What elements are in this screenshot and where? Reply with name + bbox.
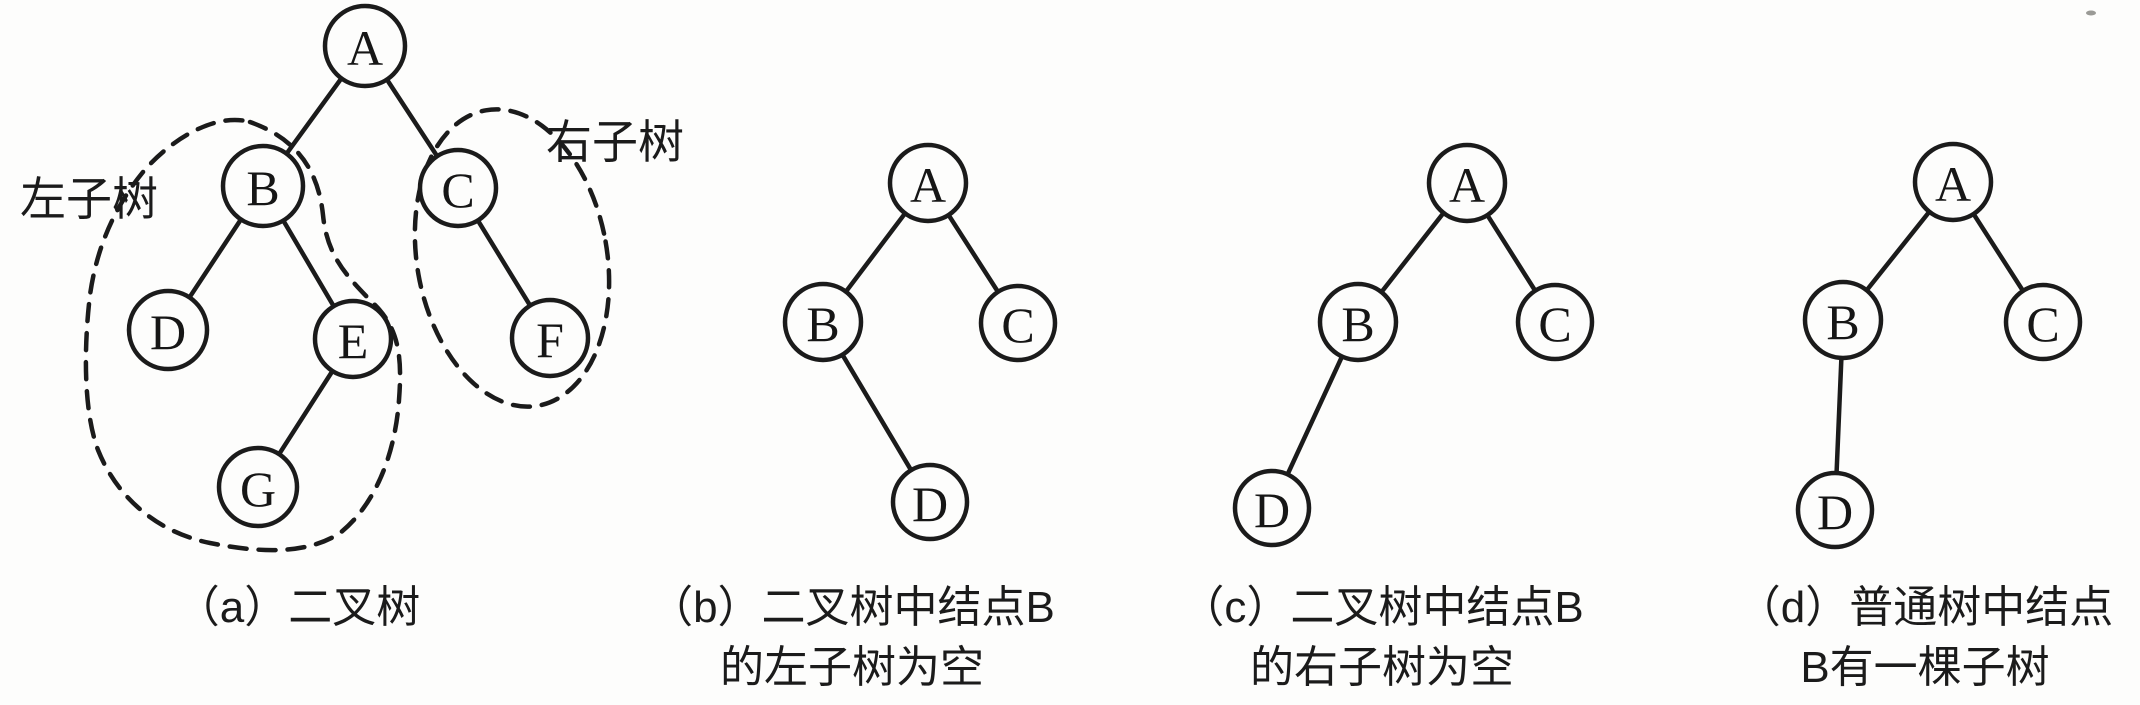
node-a-B	[220, 143, 306, 229]
edge-c-AB	[1379, 210, 1446, 295]
diagram-c: A B C D	[1232, 142, 1595, 548]
caption-a-line-1: （a）二叉树	[175, 583, 421, 632]
node-label-d-D: D	[1817, 484, 1853, 540]
caption-d-line-1: （d）普通树中结点	[1736, 583, 2114, 632]
node-label-c-C: C	[1538, 296, 1571, 352]
node-b-A	[887, 142, 969, 224]
node-c-A	[1426, 142, 1508, 224]
edge-a-AC	[384, 77, 440, 159]
node-label-c-A: A	[1449, 157, 1485, 213]
node-label-a-D: D	[150, 304, 186, 360]
edge-c-AC	[1485, 212, 1538, 293]
node-b-C	[978, 283, 1058, 363]
edge-c-BD	[1285, 354, 1345, 477]
node-c-C	[1515, 282, 1595, 362]
edge-b-BD	[840, 352, 914, 473]
edge-a-EG	[276, 368, 335, 457]
node-label-d-B: B	[1826, 294, 1859, 350]
diagram-d: A B C D	[1795, 141, 2083, 550]
node-label-b-D: D	[912, 476, 948, 532]
edge-a-BD	[187, 217, 244, 300]
edge-d-AB	[1864, 209, 1932, 293]
caption-c-line-2: 的右子树为空	[1249, 643, 1514, 692]
node-d-B	[1802, 279, 1884, 361]
edge-a-CF	[475, 218, 533, 308]
caption-b: （b）二叉树中结点B 的左子树为空	[649, 578, 1055, 698]
node-label-c-B: B	[1341, 296, 1374, 352]
caption-a: （a）二叉树	[176, 578, 420, 638]
node-a-C	[417, 147, 499, 229]
node-a-D	[126, 288, 210, 372]
node-label-a-F: F	[536, 312, 564, 368]
edge-d-AC	[1971, 211, 2026, 294]
node-label-d-C: C	[2026, 296, 2059, 352]
node-a-E	[312, 298, 394, 380]
left-subtree-label: 左子树	[20, 173, 158, 225]
edge-d-BD	[1834, 355, 1844, 476]
node-b-B	[782, 281, 864, 363]
node-a-F	[509, 297, 591, 379]
caption-c: （c）二叉树中结点B 的右子树为空	[1180, 578, 1583, 698]
node-label-a-C: C	[441, 162, 474, 218]
edge-a-BE	[281, 218, 336, 309]
node-d-A	[1912, 141, 1994, 223]
right-subtree-outline	[412, 107, 612, 409]
node-label-b-B: B	[806, 296, 839, 352]
node-label-b-A: A	[910, 157, 946, 213]
caption-c-line-1: （c）二叉树中结点B	[1180, 583, 1584, 632]
diagram-a: A B C D E F G	[83, 3, 612, 553]
node-a-G	[216, 445, 300, 529]
scan-speck	[2086, 10, 2096, 16]
node-c-B	[1317, 281, 1399, 363]
node-label-d-A: A	[1935, 156, 1971, 212]
caption-b-line-2: 的左子树为空	[719, 643, 984, 692]
node-label-c-D: D	[1254, 482, 1290, 538]
node-d-C	[2003, 282, 2083, 362]
node-c-D	[1232, 468, 1312, 548]
diagram-b: A B C D	[782, 142, 1058, 542]
node-label-a-A: A	[347, 20, 383, 76]
node-label-a-B: B	[246, 160, 279, 216]
node-label-a-E: E	[338, 313, 369, 369]
edge-a-AB	[284, 76, 344, 156]
right-subtree-label: 右子树	[546, 116, 684, 168]
caption-b-line-1: （b）二叉树中结点B	[649, 583, 1055, 632]
node-a-A	[322, 3, 408, 89]
edge-b-AB	[843, 211, 908, 294]
caption-d-line-2: B有一棵子树	[1800, 643, 2050, 692]
node-d-D	[1795, 470, 1875, 550]
left-subtree-outline	[83, 117, 403, 553]
node-label-a-G: G	[240, 461, 276, 517]
node-b-D	[890, 462, 970, 542]
caption-d: （d）普通树中结点 B有一棵子树	[1737, 578, 2113, 698]
edge-b-AC	[946, 212, 1001, 295]
node-label-b-C: C	[1001, 297, 1034, 353]
